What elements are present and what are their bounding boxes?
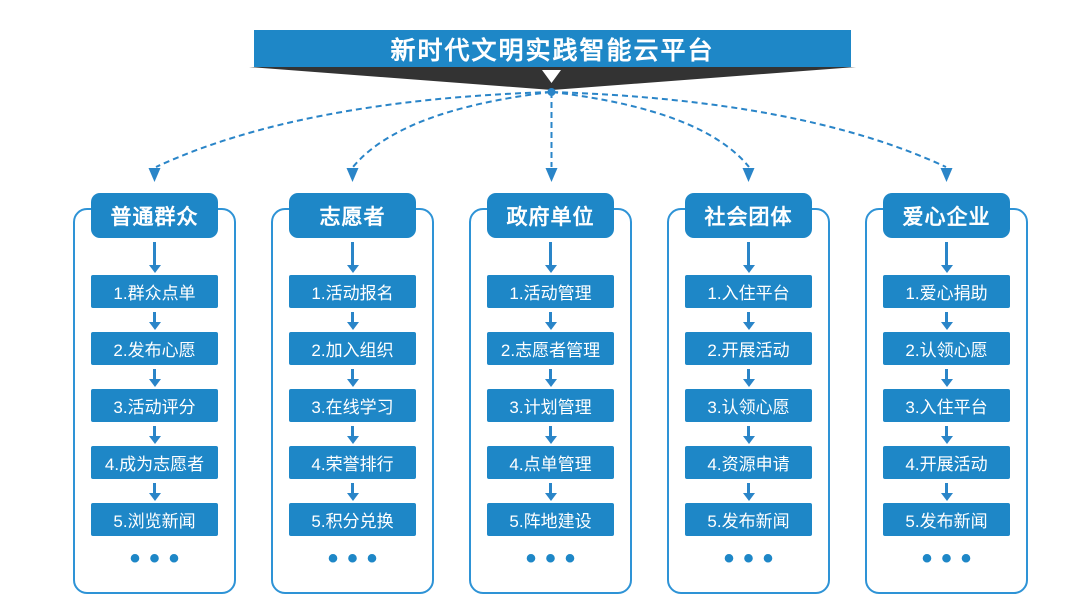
dashed-connector-lines — [155, 91, 947, 168]
step-box: 4.荣誉排行 — [289, 446, 416, 479]
connector-to-column-2 — [352, 91, 552, 168]
step-box: 1.入住平台 — [685, 275, 812, 308]
flow-arrow-icon — [544, 365, 557, 389]
column-header: 政府单位 — [487, 193, 614, 238]
step-box: 2.志愿者管理 — [487, 332, 614, 365]
flow-arrow-icon — [148, 365, 161, 389]
flow-arrow-icon — [544, 422, 557, 446]
ellipsis-dots: ••• — [525, 542, 585, 575]
flow-arrow-icon — [742, 479, 755, 503]
column-volunteers: 志愿者 1.活动报名 2.加入组织 3.在线学习 4.荣誉排行 5.积分兑换 •… — [271, 193, 434, 594]
column-social-groups: 社会团体 1.入住平台 2.开展活动 3.认领心愿 4.资源申请 5.发布新闻 … — [667, 193, 830, 594]
flow-arrow-icon — [346, 365, 359, 389]
arrowhead-column-4 — [742, 168, 755, 182]
flow-arrow-icon — [148, 422, 161, 446]
step-box: 3.活动评分 — [91, 389, 218, 422]
flow-arrow-icon — [148, 479, 161, 503]
step-box: 3.计划管理 — [487, 389, 614, 422]
flow-arrow-icon — [742, 422, 755, 446]
arrowhead-column-3 — [545, 168, 558, 182]
connector-to-column-4 — [551, 91, 750, 168]
step-box: 2.加入组织 — [289, 332, 416, 365]
ellipsis-dots: ••• — [129, 542, 189, 575]
arrowhead-column-1 — [148, 168, 161, 182]
step-box: 2.开展活动 — [685, 332, 812, 365]
step-box: 4.资源申请 — [685, 446, 812, 479]
column-header: 志愿者 — [289, 193, 416, 238]
column-header: 爱心企业 — [883, 193, 1010, 238]
step-box: 5.发布新闻 — [883, 503, 1010, 536]
flow-arrow-icon — [544, 308, 557, 332]
flow-arrow-icon — [346, 479, 359, 503]
step-box: 4.成为志愿者 — [91, 446, 218, 479]
banner-down-arrow-icon — [542, 70, 561, 83]
step-box: 5.积分兑换 — [289, 503, 416, 536]
flow-arrow-icon — [544, 238, 557, 275]
step-box: 5.阵地建设 — [487, 503, 614, 536]
flow-arrow-icon — [742, 238, 755, 275]
flow-arrow-icon — [940, 365, 953, 389]
column-government-units: 政府单位 1.活动管理 2.志愿者管理 3.计划管理 4.点单管理 5.阵地建设… — [469, 193, 632, 594]
step-box: 1.活动管理 — [487, 275, 614, 308]
flow-arrow-icon — [940, 422, 953, 446]
ellipsis-dots: ••• — [327, 542, 387, 575]
flow-arrow-icon — [742, 365, 755, 389]
step-box: 3.在线学习 — [289, 389, 416, 422]
flow-arrow-icon — [940, 238, 953, 275]
connector-to-column-1 — [155, 91, 552, 168]
step-box: 4.开展活动 — [883, 446, 1010, 479]
step-box: 3.认领心愿 — [685, 389, 812, 422]
dashed-connector-arrowheads — [148, 168, 953, 182]
flow-arrow-icon — [346, 308, 359, 332]
flow-arrow-icon — [346, 422, 359, 446]
ellipsis-dots: ••• — [921, 542, 981, 575]
column-ordinary-public: 普通群众 1.群众点单 2.发布心愿 3.活动评分 4.成为志愿者 5.浏览新闻… — [73, 193, 236, 594]
flow-arrow-icon — [742, 308, 755, 332]
step-box: 2.认领心愿 — [883, 332, 1010, 365]
step-box: 1.群众点单 — [91, 275, 218, 308]
step-box: 4.点单管理 — [487, 446, 614, 479]
column-caring-enterprises: 爱心企业 1.爱心捐助 2.认领心愿 3.入住平台 4.开展活动 5.发布新闻 … — [865, 193, 1028, 594]
step-box: 1.爱心捐助 — [883, 275, 1010, 308]
arrowhead-column-5 — [940, 168, 953, 182]
hub-dot — [547, 88, 556, 96]
flow-arrow-icon — [148, 308, 161, 332]
flow-arrow-icon — [544, 479, 557, 503]
platform-title-banner: 新时代文明实践智能云平台 — [254, 30, 851, 67]
banner-fold-shape — [249, 67, 856, 90]
step-box: 1.活动报名 — [289, 275, 416, 308]
column-header: 普通群众 — [91, 193, 218, 238]
arrowhead-column-2 — [346, 168, 359, 182]
ellipsis-dots: ••• — [723, 542, 783, 575]
flow-arrow-icon — [148, 238, 161, 275]
flow-arrow-icon — [346, 238, 359, 275]
step-box: 2.发布心愿 — [91, 332, 218, 365]
flow-arrow-icon — [940, 308, 953, 332]
step-box: 5.浏览新闻 — [91, 503, 218, 536]
flow-arrow-icon — [940, 479, 953, 503]
column-header: 社会团体 — [685, 193, 812, 238]
connector-to-column-5 — [551, 91, 947, 168]
step-box: 5.发布新闻 — [685, 503, 812, 536]
step-box: 3.入住平台 — [883, 389, 1010, 422]
